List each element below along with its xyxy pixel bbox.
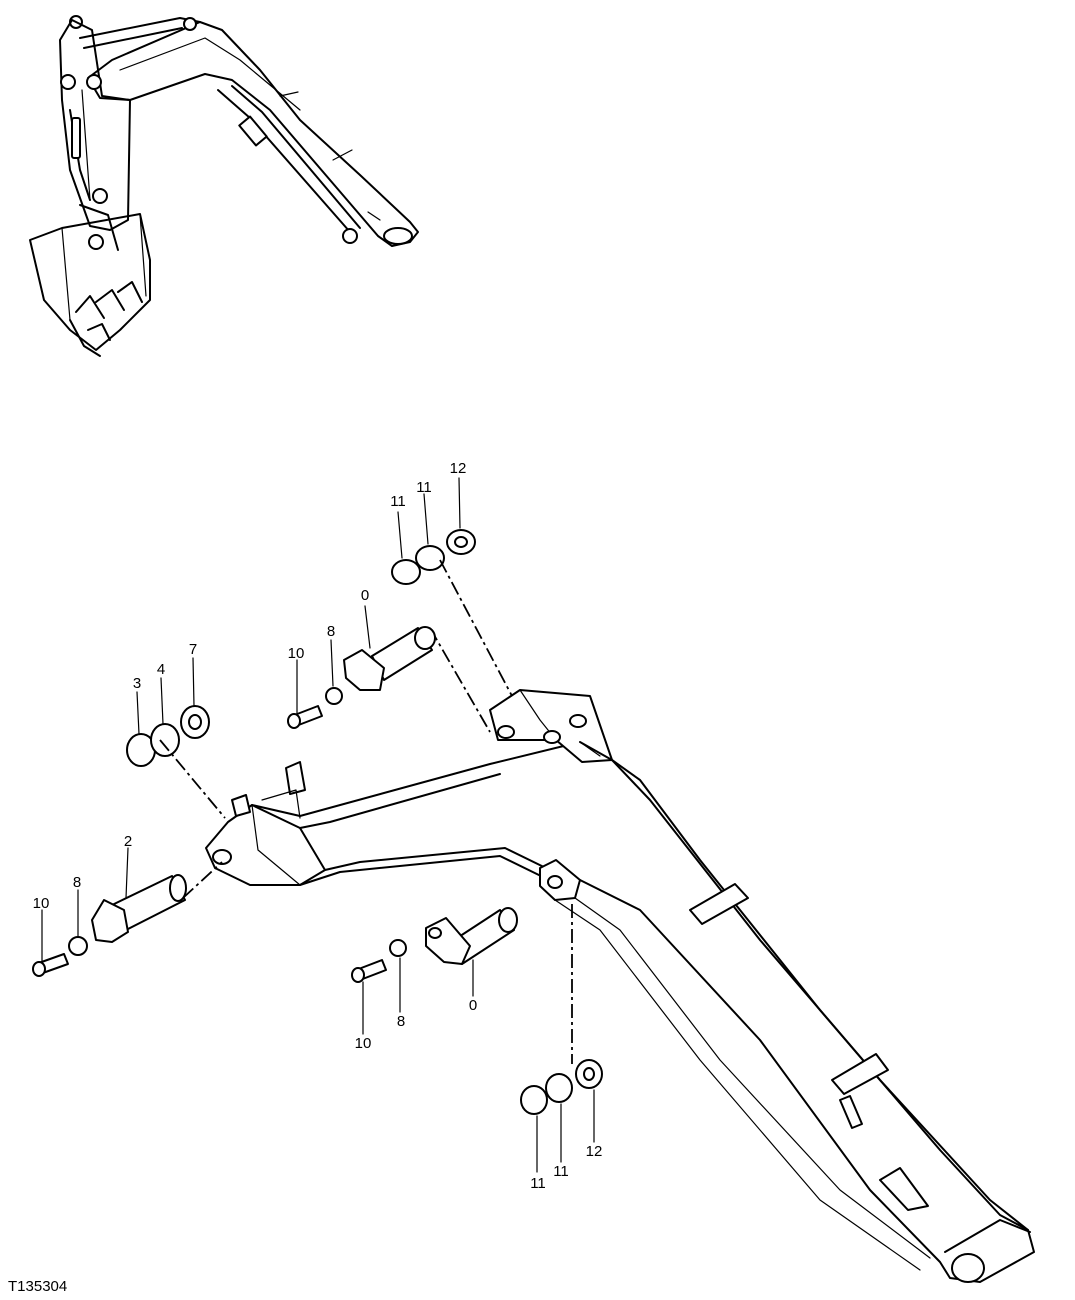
collar-part-8-upper <box>325 687 343 705</box>
callout-4: 4 <box>157 661 165 678</box>
callout-3: 3 <box>133 675 141 692</box>
boom-illustration <box>205 689 1035 1283</box>
collar-part-8-lower <box>389 939 407 957</box>
lower-pin-assembly <box>351 904 603 1115</box>
callout-2: 2 <box>124 833 132 850</box>
washer-part-11a <box>391 559 421 585</box>
callout-11-top-a: 11 <box>390 493 406 510</box>
callout-8-foot: 8 <box>73 874 81 891</box>
collar-part-8 <box>68 936 88 956</box>
callout-11-bottom-b: 11 <box>553 1163 569 1180</box>
callout-12-bottom: 12 <box>586 1143 603 1160</box>
callout-11-top-b: 11 <box>416 479 432 496</box>
callout-8-lower: 8 <box>397 1013 405 1030</box>
foot-pin-assembly <box>32 705 226 977</box>
figure-code: T135304 <box>8 1278 67 1295</box>
excavator-overview-illustration <box>29 15 419 357</box>
callout-0-lower: 0 <box>469 997 477 1014</box>
upper-pin-assembly <box>287 529 513 733</box>
callout-8-upper: 8 <box>327 623 335 640</box>
callout-7: 7 <box>189 641 197 658</box>
callout-10-lower: 10 <box>355 1035 372 1052</box>
callout-labels: 11 11 12 0 8 10 3 4 7 2 8 10 0 8 10 11 1… <box>33 460 603 1192</box>
callout-12-top: 12 <box>450 460 467 477</box>
washer-part-11b <box>415 545 445 571</box>
washer-part-11c <box>520 1085 548 1115</box>
callout-10-foot: 10 <box>33 895 50 912</box>
washer-part-11d <box>545 1073 573 1103</box>
callout-10-upper: 10 <box>288 645 305 662</box>
callout-0-upper: 0 <box>361 587 369 604</box>
washer-part-4 <box>150 723 180 757</box>
leader-lines <box>41 477 595 1173</box>
callout-11-bottom-a: 11 <box>530 1175 546 1192</box>
